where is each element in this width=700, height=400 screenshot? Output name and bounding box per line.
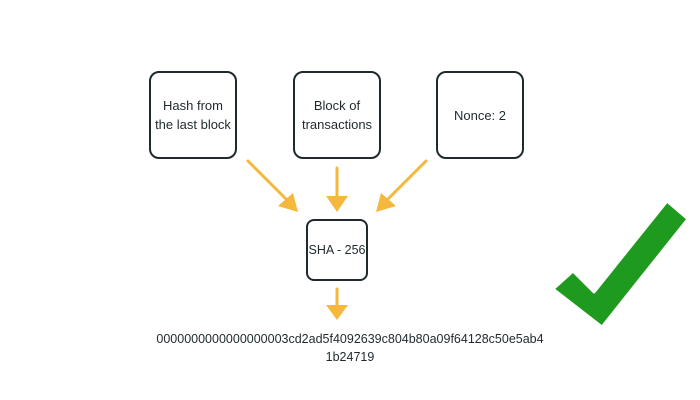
nonce-box: Nonce: 2 bbox=[436, 71, 524, 159]
output-hash-line-1: 0000000000000000003cd2ad5f4092639c804b80… bbox=[156, 332, 544, 346]
nonce-label: Nonce: 2 bbox=[453, 107, 507, 123]
hash-from-last-block-label: Hash from the last block bbox=[155, 98, 231, 132]
output-hash: 0000000000000000003cd2ad5f4092639c804b80… bbox=[140, 330, 560, 366]
arrow-nonce-to-sha bbox=[376, 159, 428, 212]
arrow-block-to-sha bbox=[326, 166, 348, 212]
sha256-box: SHA - 256 bbox=[306, 219, 368, 281]
hash-from-last-block-box: Hash from the last block bbox=[149, 71, 237, 159]
block-of-transactions-label: Block of transactions bbox=[301, 98, 373, 132]
arrow-sha-to-output bbox=[326, 287, 348, 320]
arrow-hash-to-sha bbox=[246, 159, 298, 212]
sha256-label: SHA - 256 bbox=[308, 242, 366, 257]
block-of-transactions-box: Block of transactions bbox=[293, 71, 381, 159]
output-hash-line-2: 1b24719 bbox=[325, 350, 375, 364]
